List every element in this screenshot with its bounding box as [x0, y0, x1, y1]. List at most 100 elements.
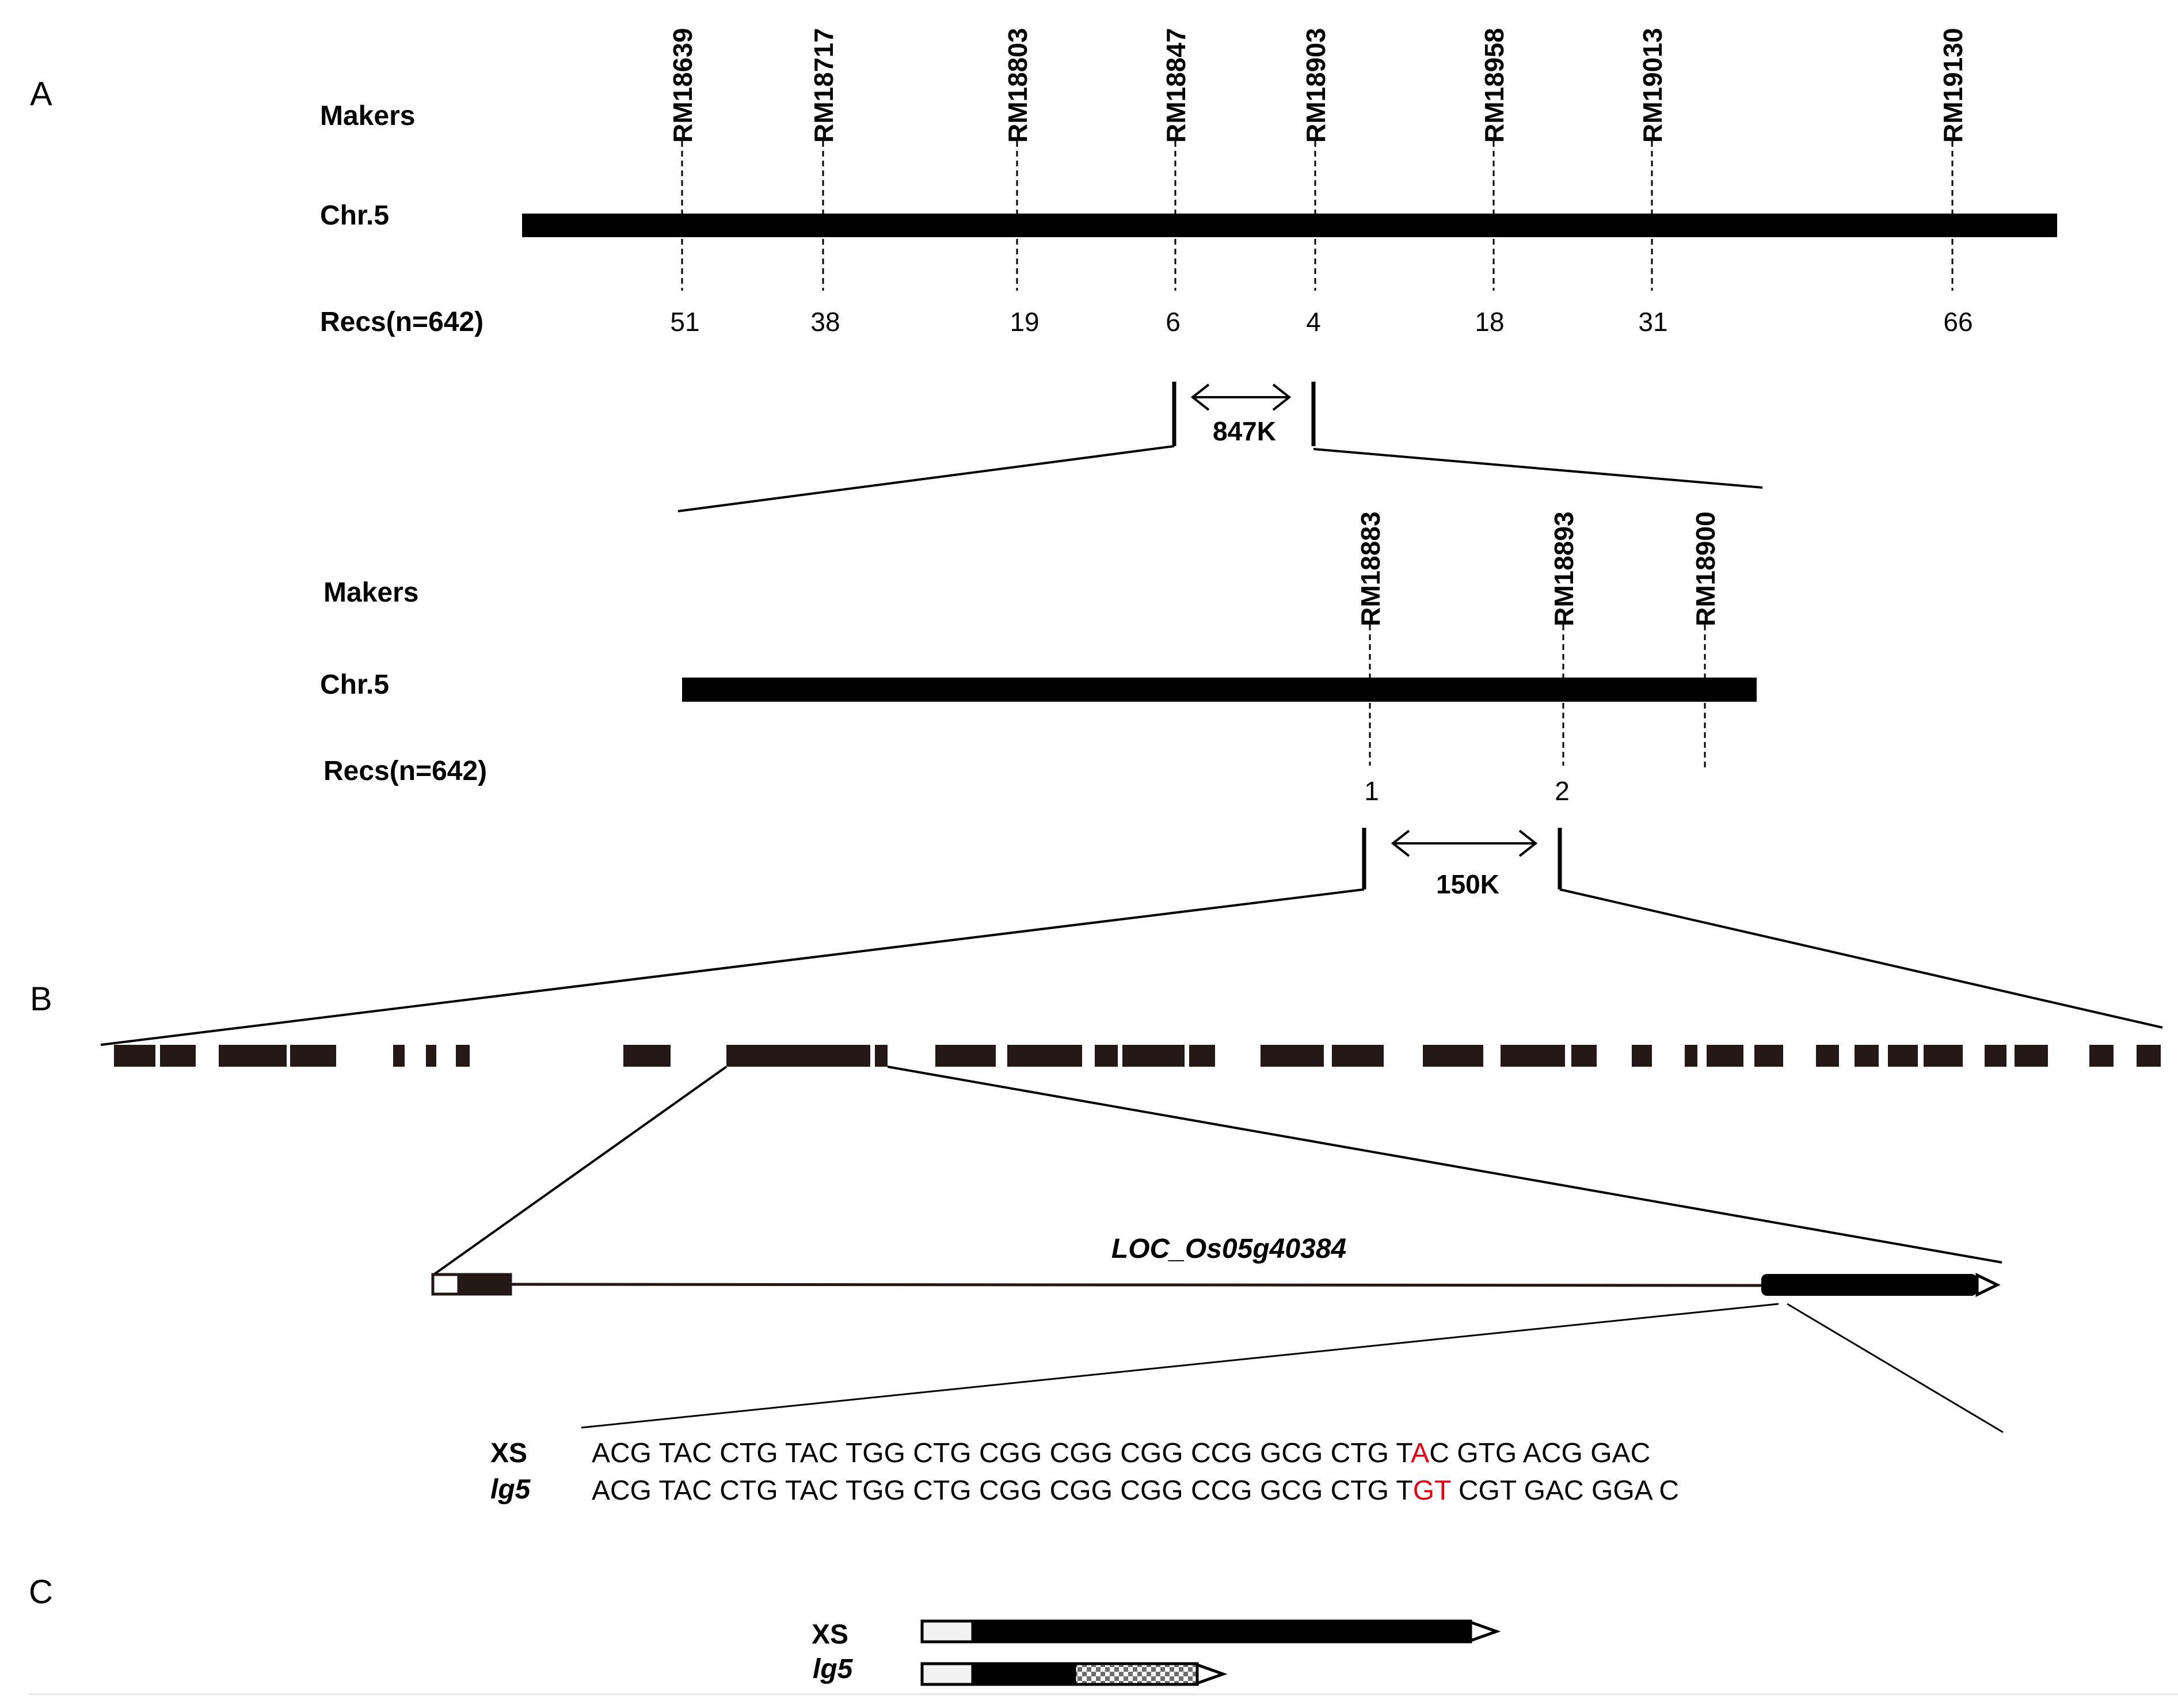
map2-chromosome-bar [682, 678, 1757, 702]
gene-name: LOC_Os05g40384 [1111, 1234, 1346, 1264]
zoom-line-left [433, 1066, 728, 1275]
gene-block [1924, 1045, 1963, 1067]
marker-recs: 1 [1364, 776, 1379, 806]
protein-xs-label: XS [812, 1619, 848, 1650]
map1-marker: RM18903 4 [1301, 28, 1331, 337]
marker-name: RM18639 [668, 28, 698, 143]
gene-block [2137, 1045, 2161, 1067]
interval-label: 150K [1436, 869, 1499, 899]
gene-block [1707, 1045, 1743, 1067]
interval-arrow-right-head [1518, 830, 1538, 857]
gene-block [2089, 1045, 2114, 1067]
map1-chromosome-bar [522, 214, 2057, 237]
map2-chr-label: Chr.5 [320, 669, 389, 700]
seq-xs-mutation: A [1411, 1438, 1429, 1469]
seq-lg5-label: lg5 [490, 1474, 531, 1505]
seq-xs-after: C GTG ACG GAC [1429, 1438, 1650, 1469]
marker-name: RM18893 [1549, 512, 1579, 626]
gene-block [1855, 1045, 1879, 1067]
zoom-line-right [1313, 448, 1763, 489]
map1-chr-label: Chr.5 [320, 200, 389, 231]
protein-xs-arrow [1469, 1620, 1501, 1643]
gene-exon2 [1761, 1274, 1977, 1296]
interval-arrow-left-head [1190, 383, 1210, 411]
map1-marker: RM19130 66 [1938, 28, 1973, 337]
marker-recs: 2 [1555, 776, 1570, 806]
gene-block [1189, 1045, 1215, 1067]
protein-lg5-arrow [1195, 1663, 1228, 1686]
seq-xs-label: XS [490, 1438, 527, 1469]
zoom-line-right [1787, 1303, 2004, 1433]
protein-xs-body [971, 1619, 1472, 1644]
gene-block [1501, 1045, 1565, 1067]
map1-recs-label: Recs(n=642) [320, 307, 483, 337]
gene-block [1754, 1045, 1783, 1067]
marker-recs: 6 [1166, 307, 1181, 337]
gene-block [1985, 1045, 2006, 1067]
gene-block [2015, 1045, 2048, 1067]
gene-intron [509, 1283, 1762, 1287]
zoom-line-left [581, 1303, 1779, 1429]
seq-lg5-before: ACG TAC CTG TAC TGG CTG CGG CGG CGG CCG … [592, 1475, 1413, 1506]
map2-interval: 150K [1362, 828, 1562, 899]
protein-lg5-utr [920, 1662, 974, 1686]
gene-track [114, 1045, 2161, 1067]
zoom-line-right [1559, 888, 2163, 1029]
protein-lg5-label: lg5 [813, 1654, 854, 1684]
gene-block [726, 1045, 870, 1067]
gene-block [1571, 1045, 1597, 1067]
gene-block [623, 1045, 671, 1067]
gene-block [1122, 1045, 1185, 1067]
marker-recs: 4 [1306, 307, 1321, 337]
marker-name: RM18717 [809, 28, 839, 143]
interval-label: 847K [1213, 416, 1276, 446]
marker-recs: 38 [810, 307, 840, 337]
gene-block [1888, 1045, 1918, 1067]
marker-name: RM18903 [1301, 28, 1331, 143]
gene-exon1 [457, 1273, 512, 1296]
marker-recs: 31 [1638, 307, 1667, 337]
protein-lg5-body [971, 1662, 1076, 1686]
marker-name: RM18847 [1161, 28, 1191, 143]
zoom-line-right [887, 1066, 2002, 1264]
protein-xs [920, 1619, 1501, 1644]
zoom-line-left [100, 888, 1365, 1046]
map2-recs-label: Recs(n=642) [323, 756, 487, 786]
seq-lg5: ACG TAC CTG TAC TGG CTG CGG CGG CGG CCG … [592, 1475, 1679, 1506]
marker-name: RM19013 [1638, 28, 1667, 143]
panel-b-label: B [30, 980, 52, 1018]
gene-block [875, 1045, 888, 1067]
protein-lg5 [920, 1662, 1228, 1686]
map1-markers: RM18639 51 RM18717 38 RM18803 19 RM18847… [668, 28, 1973, 337]
seq-lg5-mutation: GT [1413, 1475, 1451, 1506]
marker-name: RM18803 [1003, 28, 1033, 143]
gene-block [290, 1045, 336, 1067]
gene-block [114, 1045, 155, 1067]
marker-recs: 66 [1943, 307, 1973, 337]
seq-lg5-after: CGT GAC GGA C [1451, 1475, 1680, 1506]
marker-recs: 18 [1475, 307, 1504, 337]
protein-xs-utr [920, 1619, 974, 1644]
interval-arrow-left-head [1391, 830, 1410, 857]
gene-block [160, 1045, 196, 1067]
map1-marker: RM18717 38 [809, 28, 840, 337]
gene-block [1632, 1045, 1652, 1067]
gene-block [1095, 1045, 1118, 1067]
map1-marker: RM18847 6 [1161, 28, 1191, 337]
marker-recs: 51 [670, 307, 699, 337]
map2-marker: RM18883 1 [1355, 512, 1385, 806]
gene-block [1423, 1045, 1483, 1067]
marker-name: RM19130 [1938, 28, 1968, 143]
interval-arrow-right-head [1272, 383, 1292, 411]
gene-block [1685, 1045, 1697, 1067]
map1-marker: RM18803 19 [1003, 28, 1040, 337]
map2-markers: RM18883 1 RM18893 2 RM18900 [1355, 512, 1720, 806]
gene-model [431, 1273, 2001, 1297]
gene-block [935, 1045, 996, 1067]
protein-lg5-frameshift [1073, 1662, 1199, 1686]
marker-name: RM18958 [1479, 28, 1509, 143]
seq-xs: ACG TAC CTG TAC TGG CTG CGG CGG CGG CCG … [592, 1438, 1650, 1469]
gene-block [1261, 1045, 1324, 1067]
